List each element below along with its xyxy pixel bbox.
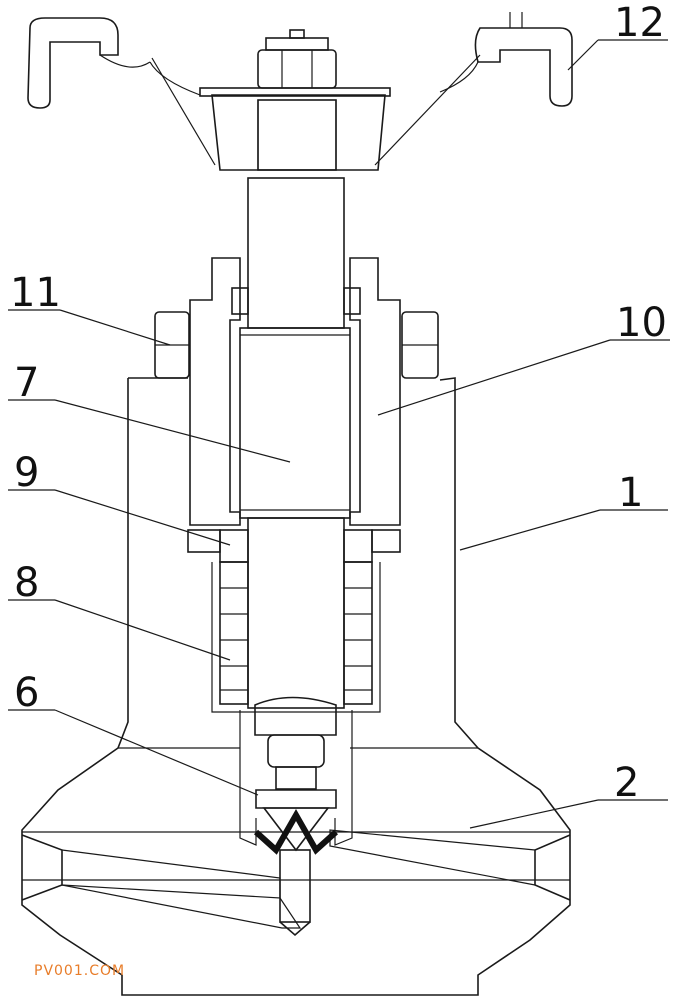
label-8: 8	[14, 560, 39, 606]
gland-ring	[187, 529, 401, 563]
label-6: 6	[14, 670, 39, 716]
label-2: 2	[614, 760, 639, 806]
valve-body	[21, 377, 571, 996]
watermark: PV001.COM	[34, 963, 125, 979]
label-1: 1	[618, 470, 643, 516]
label-11: 11	[10, 270, 61, 316]
gland-nut	[154, 311, 439, 379]
packing-rings	[211, 561, 381, 713]
valve-stem	[239, 177, 351, 709]
label-9: 9	[14, 450, 39, 496]
label-12: 12	[614, 0, 665, 46]
label-7: 7	[14, 360, 39, 406]
disc-assembly	[253, 696, 339, 855]
label-10: 10	[616, 300, 667, 346]
handwheel	[27, 12, 573, 171]
leader-lines	[8, 39, 670, 829]
bonnet-bushing	[189, 257, 401, 526]
